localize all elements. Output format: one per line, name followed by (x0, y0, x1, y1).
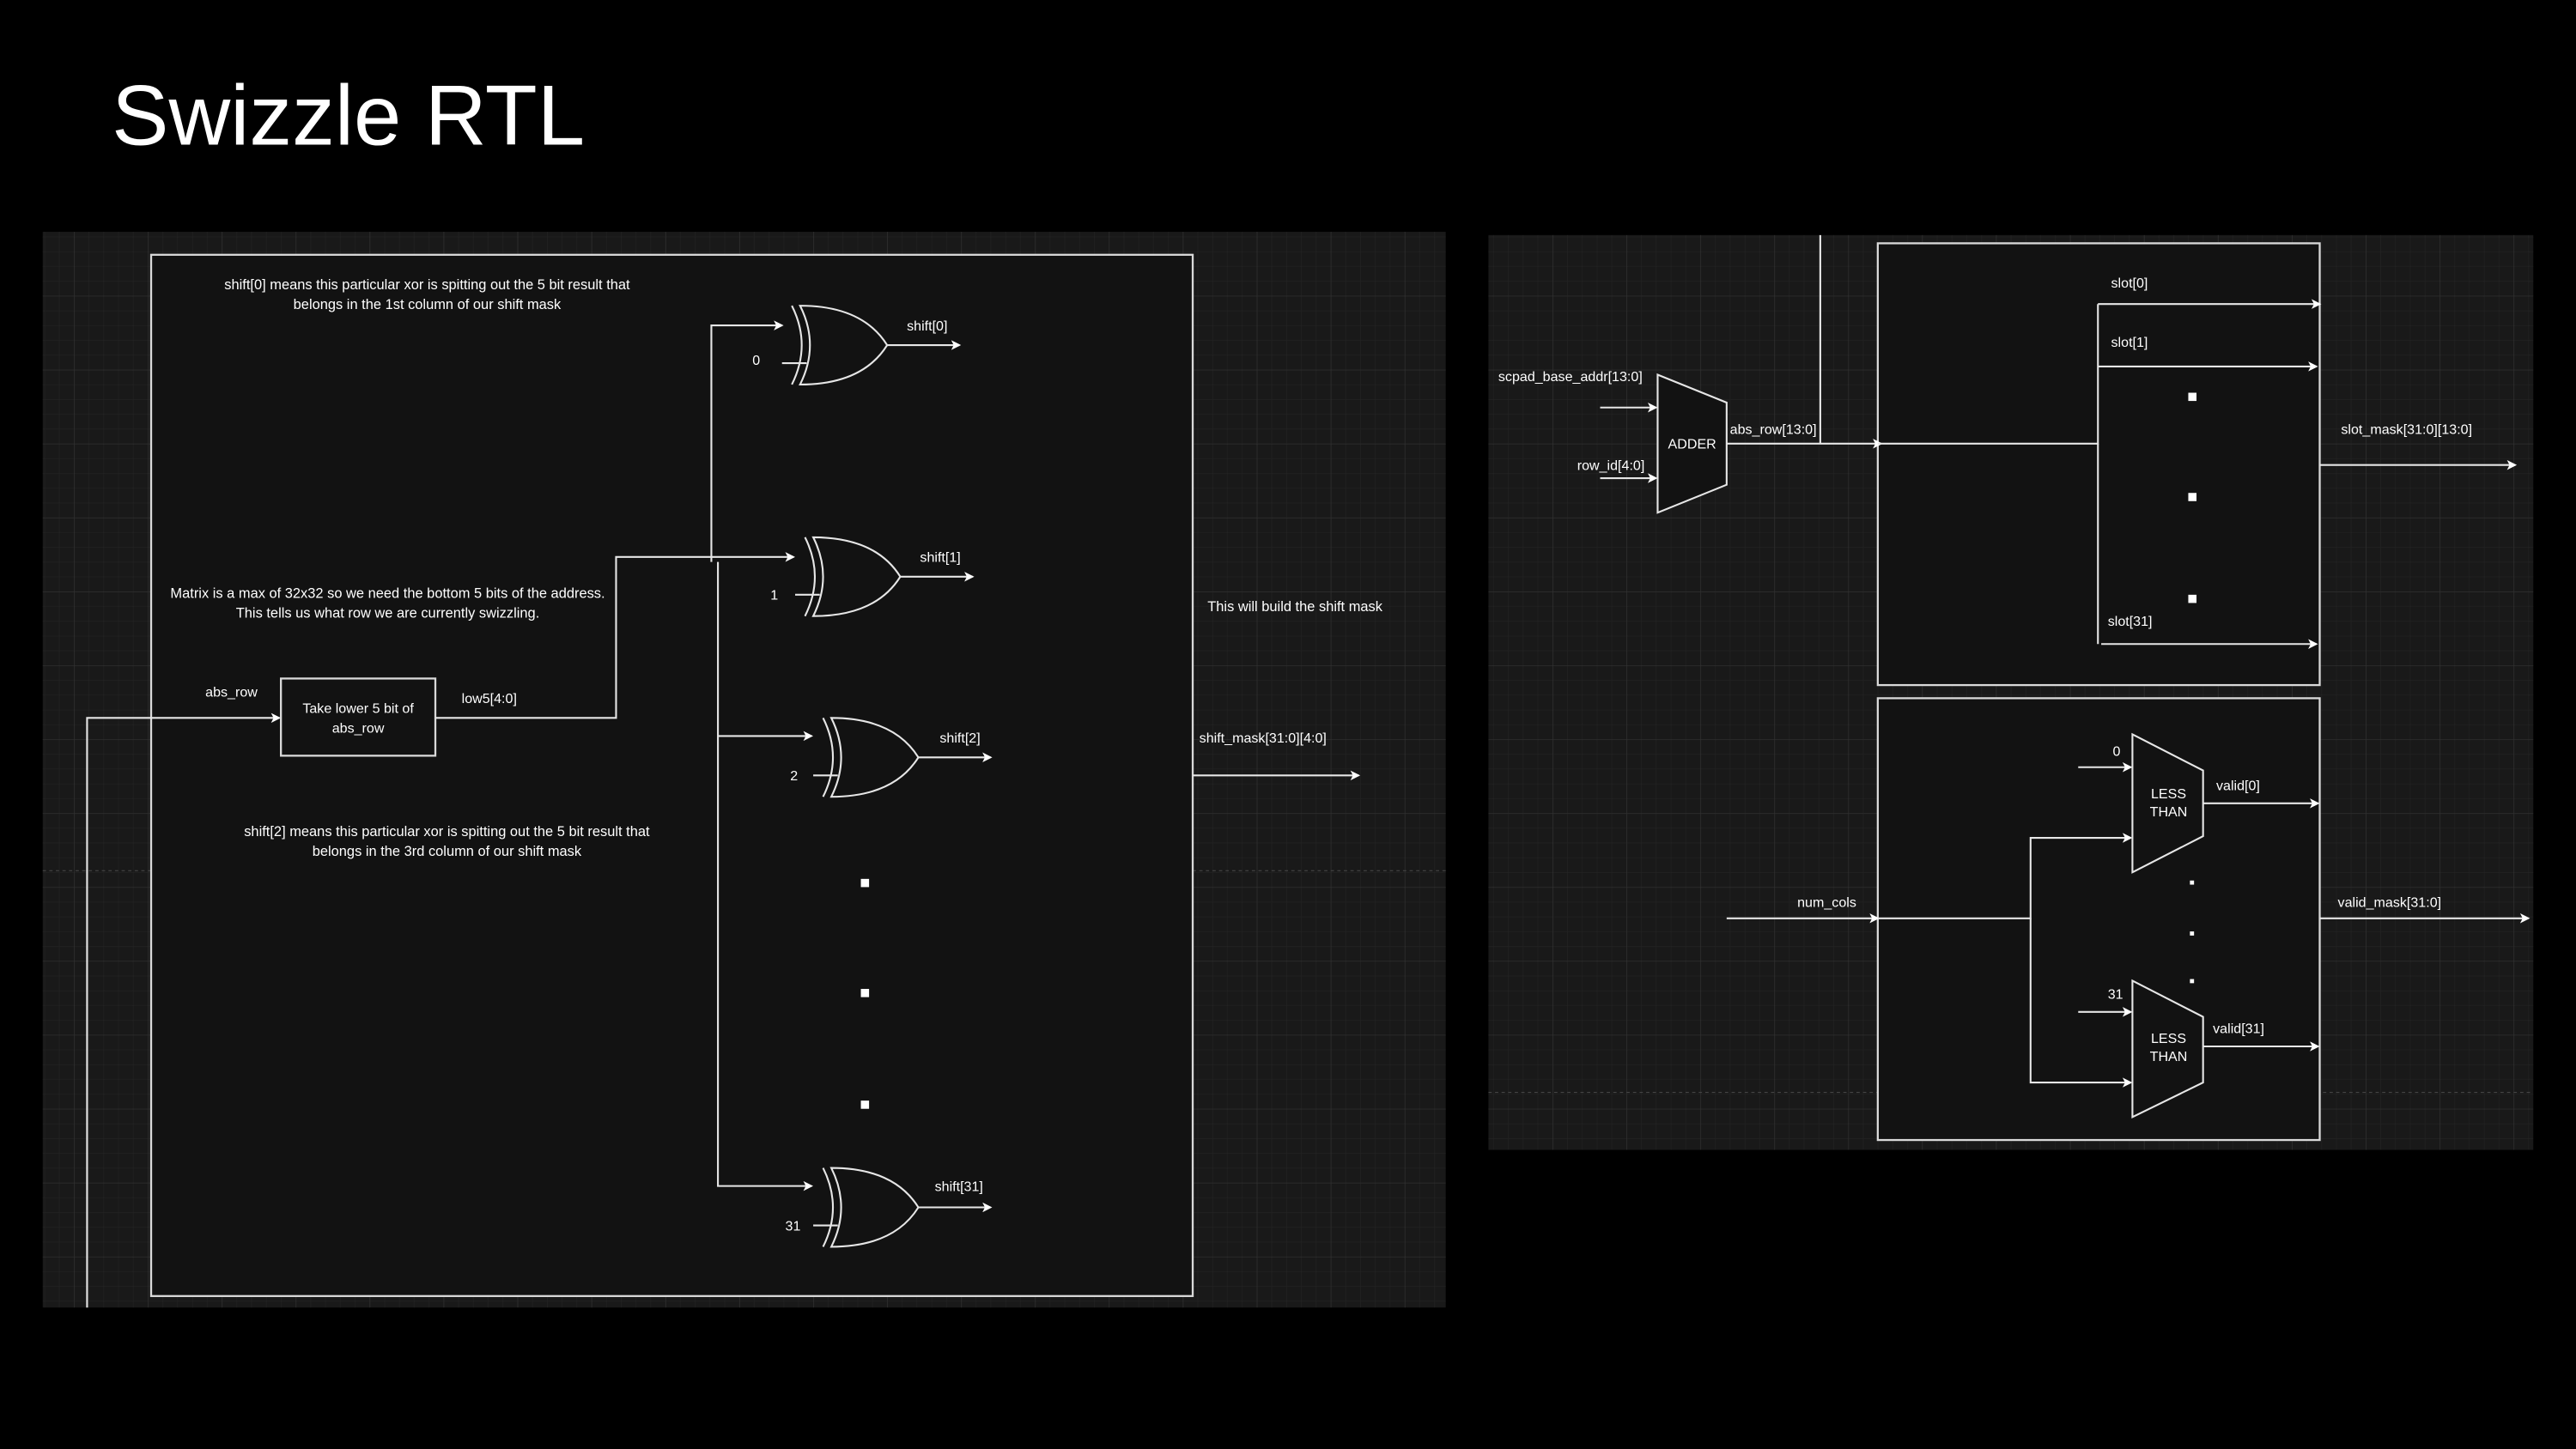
slot-1-label: slot[1] (2111, 335, 2148, 350)
note-shift0-line2: belongs in the 1st column of our shift m… (294, 297, 562, 312)
abs-row-bus-label: abs_row[13:0] (1730, 421, 1817, 437)
slot-valid-mask-diagram: scpad_base_addr[13:0] row_id[4:0] ADDER … (1488, 234, 2534, 1150)
valid-31-label: valid[31] (2213, 1022, 2264, 1037)
xor-gate-1: 1 shift[1] (770, 536, 975, 617)
xor-const-2: 2 (790, 768, 798, 784)
ellipsis-dot (2188, 594, 2197, 603)
ellipsis-dot (860, 989, 870, 997)
note-shift2-line2: belongs in the 3rd column of our shift m… (313, 844, 582, 859)
shift-2-label: shift[2] (939, 731, 980, 746)
xor-gate-31: 31 shift[31] (786, 1167, 993, 1248)
adder-label: ADDER (1668, 437, 1716, 452)
xor-const-1: 1 (770, 588, 778, 603)
slide-title: Swizzle RTL (112, 69, 585, 164)
xor-const-0: 0 (752, 353, 760, 368)
xor-const-31: 31 (786, 1218, 801, 1234)
block-label-line1: Take lower 5 bit of (302, 701, 414, 717)
ellipsis-dot (2190, 880, 2195, 885)
ellipsis-dot (2190, 931, 2195, 936)
note-shift2-line1: shift[2] means this particular xor is sp… (244, 824, 650, 840)
xor-gate-2: 2 shift[2] (790, 717, 993, 798)
valid-0-label: valid[0] (2216, 779, 2260, 794)
shift-31-label: shift[31] (935, 1179, 983, 1194)
note-shift0-line1: shift[0] means this particular xor is sp… (224, 277, 630, 293)
num-cols-label: num_cols (1797, 894, 1856, 910)
shift-1-label: shift[1] (920, 550, 960, 566)
shift-mask-output-label: shift_mask[31:0][4:0] (1200, 731, 1327, 746)
comparator-const-0: 0 (2112, 743, 2120, 759)
ellipsis-dot (860, 878, 870, 888)
note-build-shift-mask: This will build the shift mask (1207, 599, 1382, 615)
comparator-label-line1: LESS (2151, 1031, 2186, 1046)
comparator-label-line2: THAN (2150, 1049, 2188, 1064)
shift-mask-block (149, 253, 1194, 1297)
block-label-line2: abs_row (332, 721, 385, 737)
row-id-label: row_id[4:0] (1577, 458, 1645, 473)
less-than-comparator-0: LESS THAN 0 valid[0] (2078, 732, 2320, 874)
adder-block (1656, 373, 1728, 514)
ellipsis-dot (860, 1100, 870, 1109)
comparator-label-line2: THAN (2150, 804, 2188, 820)
valid-mask-output-label: valid_mask[31:0] (2338, 894, 2442, 910)
take-lower-5-bits-block (280, 677, 437, 757)
shift-0-label: shift[0] (907, 318, 947, 334)
ellipsis-dot (2188, 392, 2197, 402)
note-matrix-line2: This tells us what row we are currently … (236, 606, 540, 621)
slot-mask-output-label: slot_mask[31:0][13:0] (2341, 421, 2472, 437)
comparator-label-line1: LESS (2151, 786, 2186, 802)
xor-gate-0: 0 shift[0] (752, 305, 962, 386)
slot-0-label: slot[0] (2111, 276, 2148, 291)
slot-31-label: slot[31] (2108, 614, 2153, 629)
ellipsis-dot (2188, 493, 2197, 501)
ellipsis-dot (2190, 979, 2195, 984)
scpad-base-addr-label: scpad_base_addr[13:0] (1498, 369, 1643, 385)
less-than-comparator-31: LESS THAN 31 valid[31] (2078, 979, 2320, 1119)
abs-row-label: abs_row (205, 684, 258, 700)
low5-label: low5[4:0] (462, 691, 517, 706)
comparator-const-31: 31 (2108, 987, 2123, 1003)
note-matrix-line1: Matrix is a max of 32x32 so we need the … (170, 586, 605, 602)
xor-shift-diagram: shift[0] means this particular xor is sp… (42, 232, 1446, 1308)
